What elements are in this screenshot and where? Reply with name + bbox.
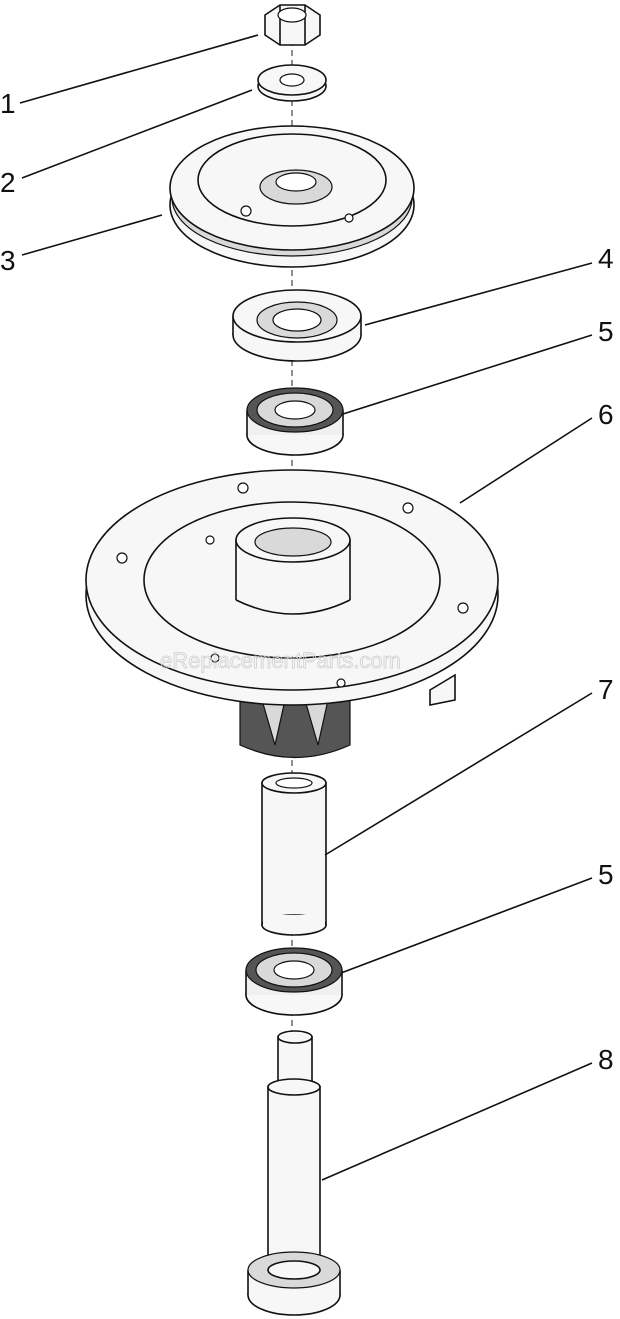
callout-5-lower: 5 bbox=[598, 859, 614, 890]
leader-line-4 bbox=[364, 262, 593, 326]
part-spacer bbox=[261, 772, 327, 936]
leader-line-5a bbox=[342, 334, 593, 415]
part-bearing-lower bbox=[245, 947, 343, 1016]
part-spindle-housing bbox=[85, 469, 499, 758]
callout-3: 3 bbox=[0, 245, 16, 276]
leader-line-8 bbox=[321, 1062, 593, 1181]
part-bearing-cap bbox=[232, 289, 362, 362]
part-washer bbox=[257, 64, 327, 102]
callout-4: 4 bbox=[598, 243, 614, 274]
watermark: eReplacementParts.com bbox=[160, 648, 401, 673]
leader-line-1 bbox=[19, 34, 259, 104]
leader-line-2 bbox=[21, 89, 253, 179]
callout-2: 2 bbox=[0, 167, 16, 198]
callout-5-upper: 5 bbox=[598, 316, 614, 347]
leader-lines bbox=[19, 34, 593, 1181]
leader-line-7 bbox=[324, 692, 593, 856]
callout-8: 8 bbox=[598, 1044, 614, 1075]
part-nut bbox=[264, 4, 321, 46]
callout-1: 1 bbox=[0, 88, 16, 119]
leader-line-6 bbox=[459, 417, 593, 504]
part-pulley bbox=[169, 125, 415, 268]
leader-line-5b bbox=[340, 877, 593, 974]
part-bearing-upper bbox=[246, 387, 344, 456]
leader-line-3 bbox=[21, 214, 163, 256]
callout-6: 6 bbox=[598, 399, 614, 430]
part-spindle-shaft bbox=[247, 1030, 341, 1316]
callout-7: 7 bbox=[598, 674, 614, 705]
